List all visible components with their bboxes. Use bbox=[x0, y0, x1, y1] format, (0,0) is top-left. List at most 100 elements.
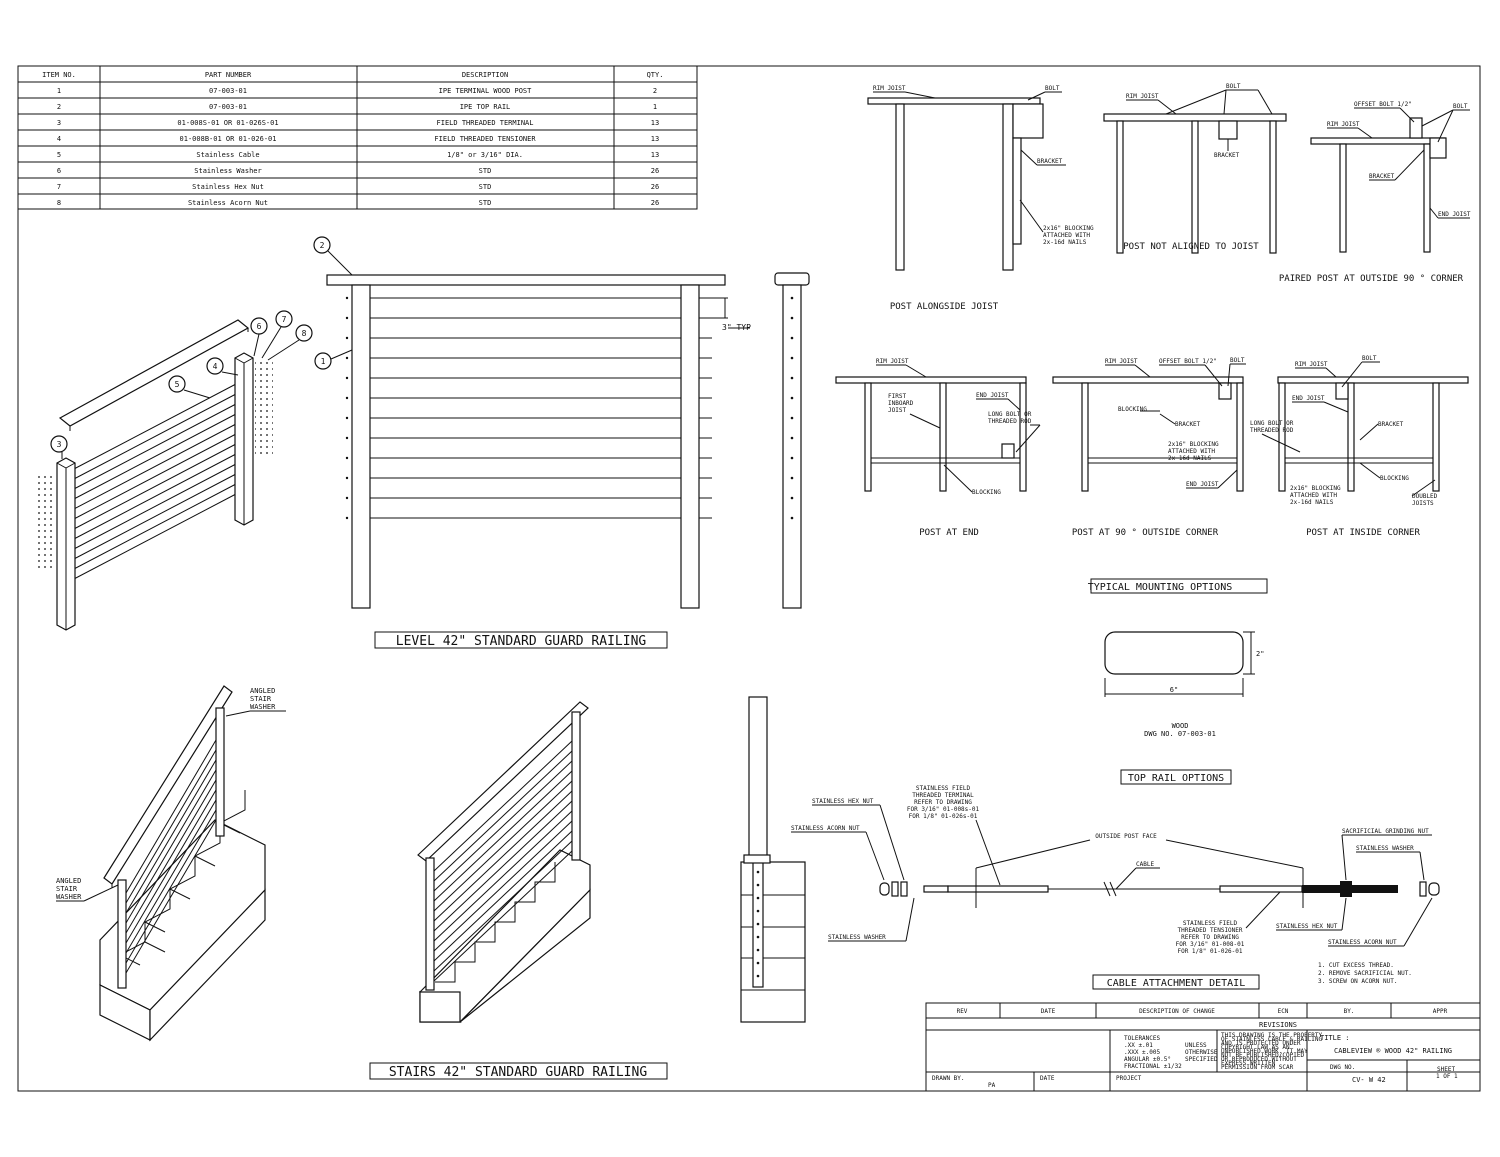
mounting-title: TYPICAL MOUNTING OPTIONS bbox=[1088, 582, 1233, 593]
bom-cell: 26 bbox=[651, 167, 659, 175]
paired-post-label: PAIRED POST AT OUTSIDE 90 ° CORNER bbox=[1279, 274, 1464, 284]
callout-5: 5 bbox=[175, 380, 180, 389]
post-outside-label: POST AT 90 ° OUTSIDE CORNER bbox=[1072, 528, 1219, 538]
rev-header: BY. bbox=[1344, 1008, 1355, 1015]
bracket-label-2: BRACKET bbox=[1214, 152, 1240, 159]
bom-cell: IPE TERMINAL WOOD POST bbox=[439, 87, 533, 95]
washer-label: STAINLESS WASHER bbox=[828, 934, 886, 941]
bom-cell: 6 bbox=[57, 167, 61, 175]
post-alongside-label: POST ALONGSIDE JOIST bbox=[890, 302, 999, 312]
bom-cell: 13 bbox=[651, 135, 659, 143]
proprietary-line: THIS DRAWING IS THE PROPERTY bbox=[1221, 1032, 1323, 1039]
angled-washer-label-top-3: WASHER bbox=[250, 703, 276, 711]
bom-cell: 26 bbox=[651, 183, 659, 191]
end-joist-label-4: END JOIST bbox=[1292, 395, 1325, 402]
callout-6: 6 bbox=[257, 322, 262, 331]
terminal-note-3: REFER TO DRAWING bbox=[914, 799, 972, 806]
bolt-label-3: BOLT bbox=[1453, 103, 1468, 110]
stairs-railing-middle: STAIRS 42" STANDARD GUARD RAILING bbox=[369, 696, 806, 1080]
rail-height-dim: 2" bbox=[1256, 650, 1264, 658]
bracket-label: BRACKET bbox=[1037, 158, 1063, 165]
cable-label: CABLE bbox=[1136, 861, 1154, 868]
step-2: 2. REMOVE SACRIFICIAL NUT. bbox=[1318, 970, 1412, 977]
bom-cell: Stainless Washer bbox=[194, 167, 261, 175]
bom-cell: 07-003-01 bbox=[209, 87, 247, 95]
bom-header-qty: QTY. bbox=[647, 71, 664, 79]
bracket-label-5: BRACKET bbox=[1378, 421, 1404, 428]
angled-washer-label-bottom: ANGLED bbox=[56, 877, 81, 885]
drawing-title: CABLEVIEW ® WOOD 42" RAILING bbox=[1334, 1047, 1452, 1055]
proprietary-line: COPYRIGHT LAW AS AN bbox=[1221, 1044, 1290, 1051]
terminal-note-4: FOR 3/16" 01-008s-01 bbox=[907, 806, 980, 813]
bom-cell: 13 bbox=[651, 151, 659, 159]
callout-4: 4 bbox=[213, 362, 218, 371]
mount-post-inside-corner: RIM JOIST BOLT END JOIST LONG BOLT OR TH… bbox=[1250, 355, 1469, 538]
bolt-label-2: BOLT bbox=[1226, 83, 1241, 90]
bom-cell: Stainless Cable bbox=[196, 151, 259, 159]
tolerance-line: .XX ±.01 bbox=[1124, 1042, 1153, 1049]
iso-level-railing: 3 5 4 6 7 8 bbox=[38, 310, 313, 631]
proprietary-line: OF STAINLESS CABLE & RAILING bbox=[1221, 1036, 1323, 1043]
sheet-value: 1 OF 1 bbox=[1436, 1073, 1458, 1080]
bom-cell: 01-008B-01 OR 01-026-01 bbox=[180, 135, 277, 143]
post-inside-label: POST AT INSIDE CORNER bbox=[1306, 528, 1420, 538]
rim-joist-label-6: RIM JOIST bbox=[1295, 361, 1328, 368]
angled-washer-label-top: ANGLED bbox=[250, 687, 275, 695]
rim-joist-label-4: RIM JOIST bbox=[876, 358, 909, 365]
bom-cell: 8 bbox=[57, 199, 61, 207]
bracket-label-3: BRACKET bbox=[1369, 173, 1395, 180]
blocking-note-2: ATTACHED WITH bbox=[1043, 232, 1090, 239]
end-joist-label: END JOIST bbox=[1438, 211, 1471, 218]
angled-washer-label-bottom-2: STAIR bbox=[56, 885, 78, 893]
blocking-note-c2: ATTACHED WITH bbox=[1290, 492, 1337, 499]
first-inboard-label-3: JOIST bbox=[888, 407, 906, 414]
rim-joist-label-3: RIM JOIST bbox=[1327, 121, 1360, 128]
rev-header: REV bbox=[957, 1008, 968, 1015]
step-3: 3. SCREW ON ACORN NUT. bbox=[1318, 978, 1397, 985]
callout-3: 3 bbox=[57, 440, 62, 449]
mount-post-end: RIM JOIST FIRST INBOARD JOIST END JOIST … bbox=[835, 358, 1041, 538]
stairs-railing-title: STAIRS 42" STANDARD GUARD RAILING bbox=[389, 1065, 647, 1080]
rev-header: ECN bbox=[1278, 1008, 1289, 1015]
long-bolt-label: LONG BOLT OR bbox=[988, 411, 1032, 418]
proprietary-line: UNPUBLISHED WORK. IT MAY bbox=[1221, 1048, 1308, 1055]
bom-cell: Stainless Hex Nut bbox=[192, 183, 264, 191]
drawn-by-label: DRAWN BY. bbox=[932, 1075, 965, 1082]
step-1: 1. CUT EXCESS THREAD. bbox=[1318, 962, 1394, 969]
blocking-note-c: 2x16" BLOCKING bbox=[1290, 485, 1341, 492]
mount-post-outside-corner: RIM JOIST OFFSET BOLT 1/2" BOLT BLOCKING… bbox=[1052, 357, 1246, 538]
bom-cell: 4 bbox=[57, 135, 61, 143]
bom-cell: 7 bbox=[57, 183, 61, 191]
rim-joist-label-5: RIM JOIST bbox=[1105, 358, 1138, 365]
washer-label-2: STAINLESS WASHER bbox=[1356, 845, 1414, 852]
bom-cell: 1 bbox=[57, 87, 61, 95]
dwg-no-label: DWG NO. bbox=[1330, 1064, 1355, 1071]
bom-header-item: ITEM NO. bbox=[42, 71, 76, 79]
bom-cell: STD bbox=[479, 199, 492, 207]
project-label: PROJECT bbox=[1116, 1075, 1142, 1082]
top-rail-options: 2" 6" WOOD DWG NO. 07-003-01 TOP RAIL OP… bbox=[1104, 631, 1264, 785]
terminal-note-5: FOR 1/8" 01-026s-01 bbox=[909, 813, 978, 820]
bom-cell: 01-008S-01 OR 01-026S-01 bbox=[177, 119, 278, 127]
blocking-note-c3: 2x-16d NAILS bbox=[1290, 499, 1334, 506]
long-bolt-label-2: LONG BOLT OR bbox=[1250, 420, 1294, 427]
bracket-label-4: BRACKET bbox=[1175, 421, 1201, 428]
acorn-nut-label: STAINLESS ACORN NUT bbox=[791, 825, 860, 832]
blocking-note-3: 2x-16d NAILS bbox=[1043, 239, 1087, 246]
front-level-railing: 3" TYP 2 1 LEVEL 42" STANDARD GUARD RAIL… bbox=[313, 236, 810, 649]
outside-post-face-label: OUTSIDE POST FACE bbox=[1095, 833, 1157, 840]
blocking-label: BLOCKING bbox=[972, 489, 1001, 496]
blocking-note-b2: ATTACHED WITH bbox=[1168, 448, 1215, 455]
cable-detail-title: CABLE ATTACHMENT DETAIL bbox=[1107, 978, 1245, 989]
bom-cell: 1 bbox=[653, 103, 657, 111]
mount-paired-post: OFFSET BOLT 1/2" BOLT RIM JOIST BRACKET … bbox=[1279, 101, 1471, 284]
level-railing-title: LEVEL 42" STANDARD GUARD RAILING bbox=[396, 634, 647, 649]
bom-cell: FIELD THREADED TERMINAL bbox=[437, 119, 534, 127]
terminal-note-1: STAINLESS FIELD bbox=[916, 785, 971, 792]
long-bolt-label-2: THREADED ROD bbox=[988, 418, 1032, 425]
end-joist-label-2: END JOIST bbox=[976, 392, 1009, 399]
tensioner-note-1: STAINLESS FIELD bbox=[1183, 920, 1238, 927]
dwg-no: CV- W 42 bbox=[1352, 1076, 1386, 1084]
hex-nut-label: STAINLESS HEX NUT bbox=[812, 798, 874, 805]
blocking-note-b: 2x16" BLOCKING bbox=[1168, 441, 1219, 448]
